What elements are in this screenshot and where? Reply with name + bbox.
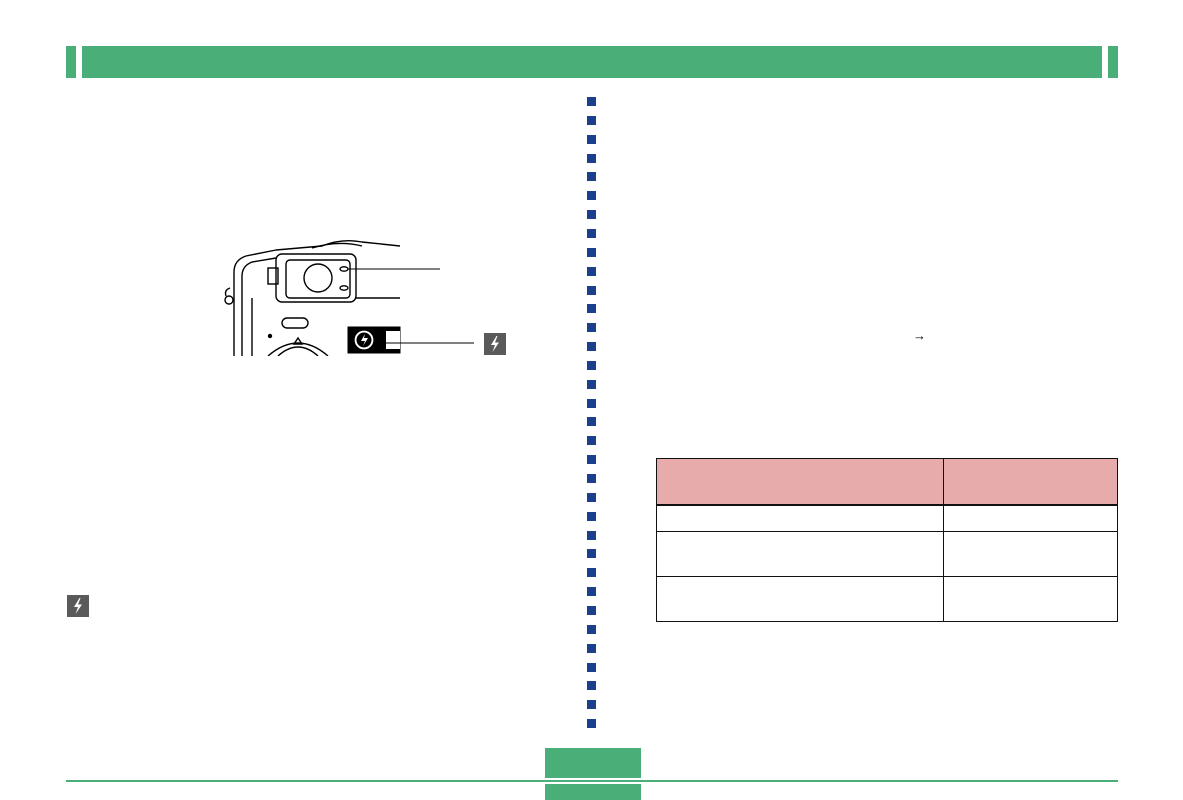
table-header-cell bbox=[943, 458, 1118, 506]
table-cell bbox=[943, 504, 1118, 532]
divider-dot bbox=[587, 323, 596, 332]
page-number-tab bbox=[545, 748, 641, 778]
table-row bbox=[656, 576, 1118, 622]
divider-dot bbox=[587, 154, 596, 163]
camera-illustration bbox=[224, 239, 474, 356]
divider-dot bbox=[587, 135, 596, 144]
divider-dot bbox=[587, 436, 596, 445]
arrow-icon: → bbox=[913, 328, 926, 343]
divider-dot bbox=[587, 455, 596, 464]
page-number-tab-bottom bbox=[545, 784, 641, 800]
divider-dot bbox=[587, 229, 596, 238]
table-cell bbox=[656, 576, 944, 622]
divider-dot bbox=[587, 380, 596, 389]
divider-dot bbox=[587, 493, 596, 502]
column-divider bbox=[587, 97, 597, 728]
table-header-cell bbox=[656, 458, 944, 506]
table-cell bbox=[656, 504, 944, 532]
divider-dot bbox=[587, 663, 596, 672]
table-cell bbox=[656, 531, 944, 577]
divider-dot bbox=[587, 719, 596, 728]
flash-icon bbox=[67, 595, 89, 617]
divider-dot bbox=[587, 210, 596, 219]
divider-dot bbox=[587, 681, 596, 690]
table-row bbox=[656, 504, 1118, 532]
divider-dot bbox=[587, 342, 596, 351]
divider-dot bbox=[587, 531, 596, 540]
divider-dot bbox=[587, 116, 596, 125]
divider-dot bbox=[587, 361, 596, 370]
divider-dot bbox=[587, 587, 596, 596]
header-right-tab bbox=[1108, 46, 1118, 78]
table-header-row bbox=[656, 458, 1118, 506]
info-table bbox=[656, 458, 1118, 622]
header-left-tab bbox=[66, 46, 76, 78]
divider-dot bbox=[587, 267, 596, 276]
header-bar bbox=[82, 46, 1102, 78]
divider-dot bbox=[587, 286, 596, 295]
divider-dot bbox=[587, 512, 596, 521]
divider-dot bbox=[587, 172, 596, 181]
divider-dot bbox=[587, 97, 596, 106]
flash-icon bbox=[484, 333, 506, 355]
divider-dot bbox=[587, 606, 596, 615]
divider-dot bbox=[587, 417, 596, 426]
divider-dot bbox=[587, 568, 596, 577]
table-cell bbox=[943, 531, 1118, 577]
divider-dot bbox=[587, 399, 596, 408]
divider-dot bbox=[587, 304, 596, 313]
divider-dot bbox=[587, 700, 596, 709]
table-cell bbox=[943, 576, 1118, 622]
divider-dot bbox=[587, 644, 596, 653]
table-row bbox=[656, 531, 1118, 577]
divider-dot bbox=[587, 248, 596, 257]
divider-dot bbox=[587, 191, 596, 200]
divider-dot bbox=[587, 549, 596, 558]
divider-dot bbox=[587, 625, 596, 634]
divider-dot bbox=[587, 474, 596, 483]
footer-rule bbox=[66, 780, 1118, 782]
